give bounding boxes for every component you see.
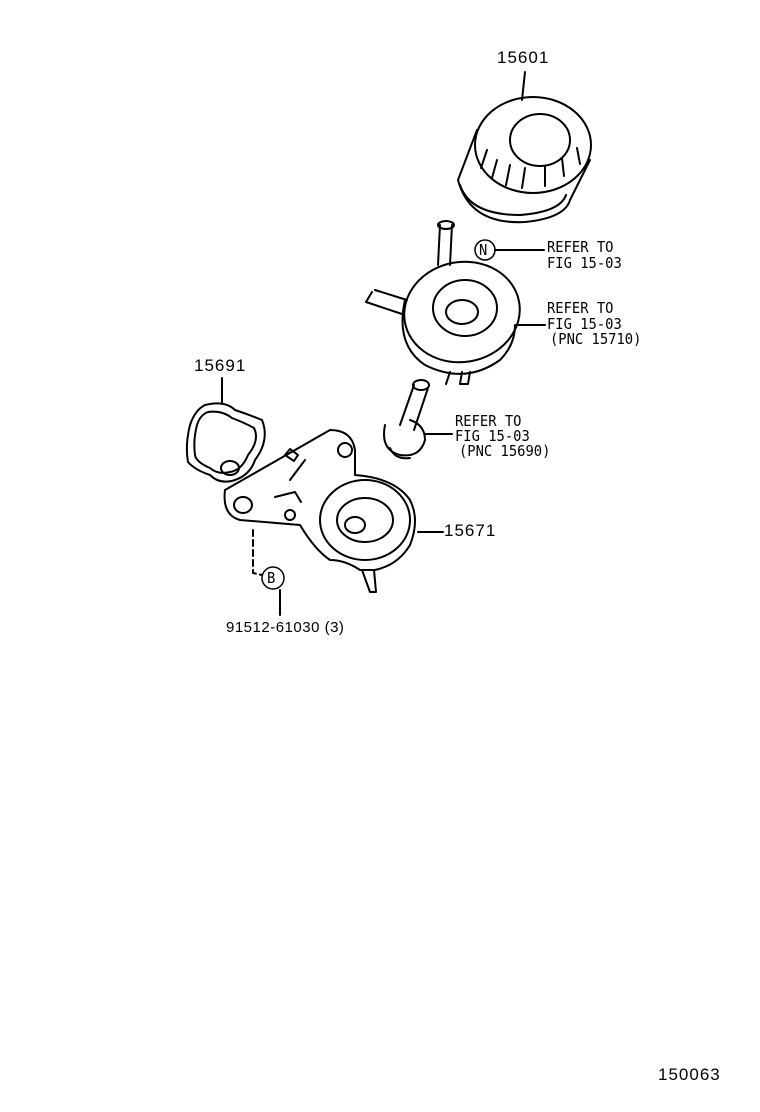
callout-b-circle bbox=[261, 566, 285, 590]
ref-n-line2[interactable]: FIG 15-03 bbox=[547, 254, 622, 272]
ref-15690-line1: REFER TO bbox=[455, 412, 522, 430]
ref-15690-line2[interactable]: FIG 15-03 bbox=[455, 427, 530, 445]
oil-filter-drawing bbox=[457, 96, 592, 224]
figure-number: 150063 bbox=[658, 1065, 721, 1084]
oil-cooler-drawing bbox=[365, 220, 521, 385]
ref-15710-line3: (PNC 15710) bbox=[550, 330, 642, 348]
ref-n-line1: REFER TO bbox=[547, 238, 614, 256]
part-label-15671[interactable]: 15671 bbox=[444, 521, 497, 540]
leader-15601 bbox=[521, 71, 526, 101]
ref-15710-line1: REFER TO bbox=[547, 299, 614, 317]
callout-n: N bbox=[479, 241, 488, 259]
leader-b-dashed bbox=[252, 529, 263, 576]
callout-b: B bbox=[267, 569, 276, 587]
ref-15710-line2[interactable]: FIG 15-03 bbox=[547, 315, 622, 333]
ref-15690-line3: (PNC 15690) bbox=[459, 442, 551, 460]
part-label-15691[interactable]: 15691 bbox=[194, 356, 247, 375]
part-label-15601[interactable]: 15601 bbox=[497, 48, 550, 67]
part-label-91512-61030[interactable]: 91512-61030 (3) bbox=[226, 619, 345, 636]
filter-bracket-drawing bbox=[223, 429, 416, 593]
union-bolt-drawing bbox=[383, 379, 430, 460]
gasket-drawing bbox=[185, 402, 266, 483]
